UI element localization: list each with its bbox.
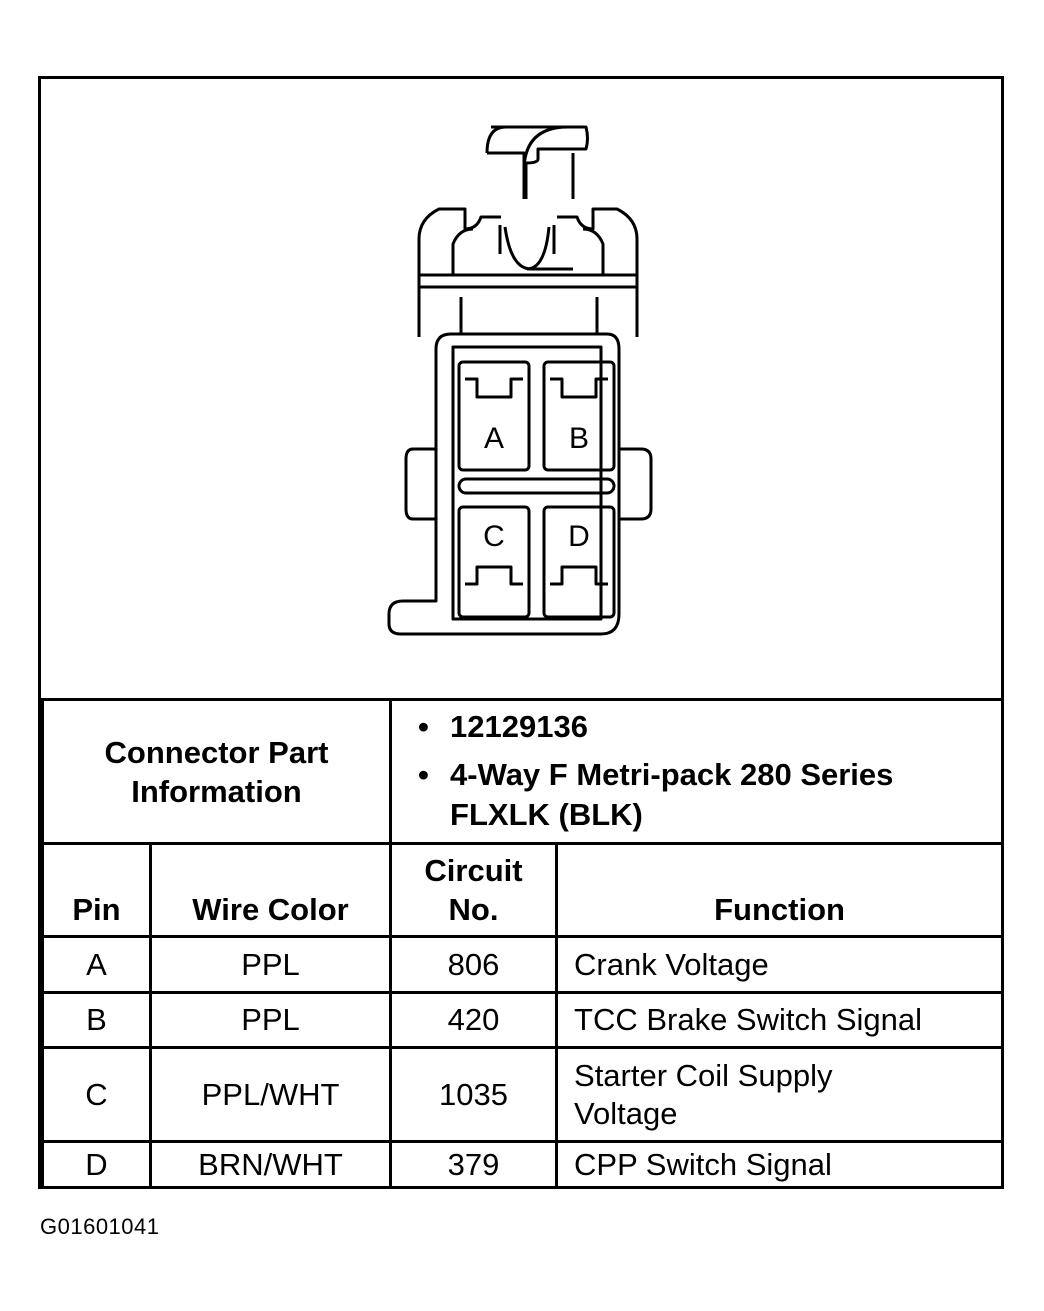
pin-label-b: B [568, 422, 589, 455]
part-number: 12129136 [418, 707, 1001, 747]
circuit-cell: 420 [389, 991, 559, 1049]
wire-color-cell: BRN/WHT [148, 1140, 393, 1189]
connector-description: 4-Way F Metri-pack 280 Series FLXLK (BLK… [418, 755, 1001, 835]
part-info-row: Connector Part Information 12129136 4-Wa… [40, 698, 1005, 845]
pin-label-a: A [483, 422, 504, 455]
part-info-label: Connector Part Information [44, 733, 389, 811]
connector-pinout-table: Connector Part Information 12129136 4-Wa… [40, 698, 1005, 1189]
table-row: A PPL 806 Crank Voltage [41, 935, 1005, 994]
connector-face-drawing [387, 125, 653, 636]
table-row: B PPL 420 TCC Brake Switch Signal [41, 991, 1005, 1049]
pin-cell: B [41, 991, 152, 1049]
wire-color-cell: PPL/WHT [148, 1046, 393, 1143]
wire-color-cell: PPL [148, 991, 393, 1049]
header-circuit-no: Circuit No. [389, 842, 559, 938]
connector-diagram: A B C D [41, 79, 1001, 699]
table-header-row: Pin Wire Color Circuit No. Function [41, 842, 1005, 938]
part-info-label-line2: Information [131, 773, 302, 809]
function-cell: CPP Switch Signal [555, 1140, 1005, 1189]
function-cell: TCC Brake Switch Signal [555, 991, 1005, 1049]
wire-color-cell: PPL [148, 935, 393, 994]
circuit-cell: 1035 [389, 1046, 559, 1143]
table-row: D BRN/WHT 379 CPP Switch Signal [41, 1140, 1005, 1189]
part-info-values-cell: 12129136 4-Way F Metri-pack 280 Series F… [389, 698, 1005, 845]
circuit-cell: 806 [389, 935, 559, 994]
function-cell: Crank Voltage [555, 935, 1005, 994]
function-cell: Starter Coil Supply Voltage [555, 1046, 1005, 1143]
header-function: Function [555, 842, 1005, 938]
pin-cell: D [41, 1140, 152, 1189]
pin-label-d: D [568, 520, 590, 553]
connector-frame: A B C D Connector Part Information 12129… [38, 76, 1005, 1189]
pin-cell: A [41, 935, 152, 994]
table-row: C PPL/WHT 1035 Starter Coil Supply Volta… [41, 1046, 1005, 1143]
part-info-list: 12129136 4-Way F Metri-pack 280 Series F… [392, 703, 1001, 841]
pin-cell: C [41, 1046, 152, 1143]
circuit-cell: 379 [389, 1140, 559, 1189]
part-info-label-line1: Connector Part [104, 734, 329, 770]
header-pin: Pin [41, 842, 152, 938]
pin-label-c: C [483, 520, 505, 553]
header-wire-color: Wire Color [148, 842, 393, 938]
figure-code: G01601041 [40, 1214, 160, 1239]
part-info-label-cell: Connector Part Information [40, 698, 393, 845]
